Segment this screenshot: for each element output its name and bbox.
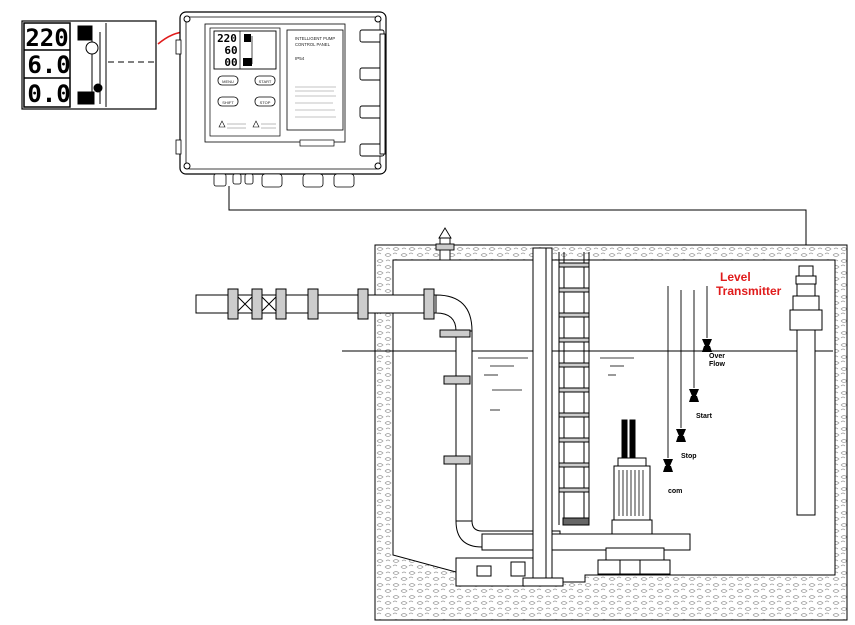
float-label-stop: Stop	[681, 453, 697, 460]
panel-title-line-1: INTELLIGENT PUMP	[295, 36, 335, 41]
water-ripples	[478, 357, 634, 411]
pipe-clamps	[439, 329, 471, 465]
float-switch-icon-com	[663, 459, 673, 472]
inset-reading-level: 0.0	[27, 80, 70, 108]
panel-button-stop-label: STOP	[260, 100, 271, 105]
signal-cable	[228, 186, 807, 266]
panel-button-start-label: START	[259, 79, 272, 84]
panel-title-line-2: CONTROL PANEL	[295, 42, 331, 47]
hinges	[359, 29, 386, 157]
float-switch-cables	[667, 286, 708, 458]
cable-glands	[213, 173, 355, 188]
valves	[227, 288, 435, 320]
panel-reading-level: 00	[224, 56, 237, 69]
tank-status-icon	[77, 25, 103, 105]
inset-display-zoom: 220 6.0 0.0	[21, 20, 157, 110]
submersible-pump	[597, 419, 671, 575]
float-switch-icon-start	[689, 389, 699, 402]
inset-reading-current: 6.0	[27, 51, 70, 79]
inset-reading-voltage: 220	[25, 24, 68, 52]
float-switch-icon-overflow	[702, 339, 712, 352]
float-label-com: com	[668, 488, 682, 495]
panel-reading-voltage: 220	[217, 32, 237, 45]
float-switch-icon-stop	[676, 429, 686, 442]
panel-reading-current: 60	[224, 44, 237, 57]
panel-button-shift[interactable]: SHIFT	[217, 96, 239, 107]
panel-button-stop[interactable]: STOP	[254, 96, 276, 107]
level-transmitter-label-2: Transmitter	[716, 284, 782, 298]
panel-button-start[interactable]: START	[254, 75, 276, 86]
warning-icon-2	[252, 120, 260, 128]
float-label-over: Over	[709, 353, 725, 360]
level-transmitter	[789, 265, 823, 516]
control-panel: 220 60 00 MENU START SHIFT STOP	[175, 11, 387, 188]
warning-icon	[218, 120, 226, 128]
panel-label-plate: INTELLIGENT PUMP CONTROL PANEL IP54	[286, 29, 344, 131]
float-label-start: Start	[696, 413, 713, 420]
level-transmitter-label-1: Level	[720, 270, 751, 284]
pipe-supports	[455, 557, 535, 587]
panel-rating: IP54	[295, 56, 305, 61]
panel-display: 220 60 00	[213, 30, 277, 70]
ladder	[558, 252, 590, 526]
panel-button-menu[interactable]: MENU	[217, 75, 239, 86]
float-label-flow: Flow	[709, 361, 725, 368]
panel-button-menu-label: MENU	[222, 79, 234, 84]
vent-pipe	[435, 227, 455, 261]
guide-rail	[522, 247, 564, 587]
panel-button-shift-label: SHIFT	[222, 100, 234, 105]
